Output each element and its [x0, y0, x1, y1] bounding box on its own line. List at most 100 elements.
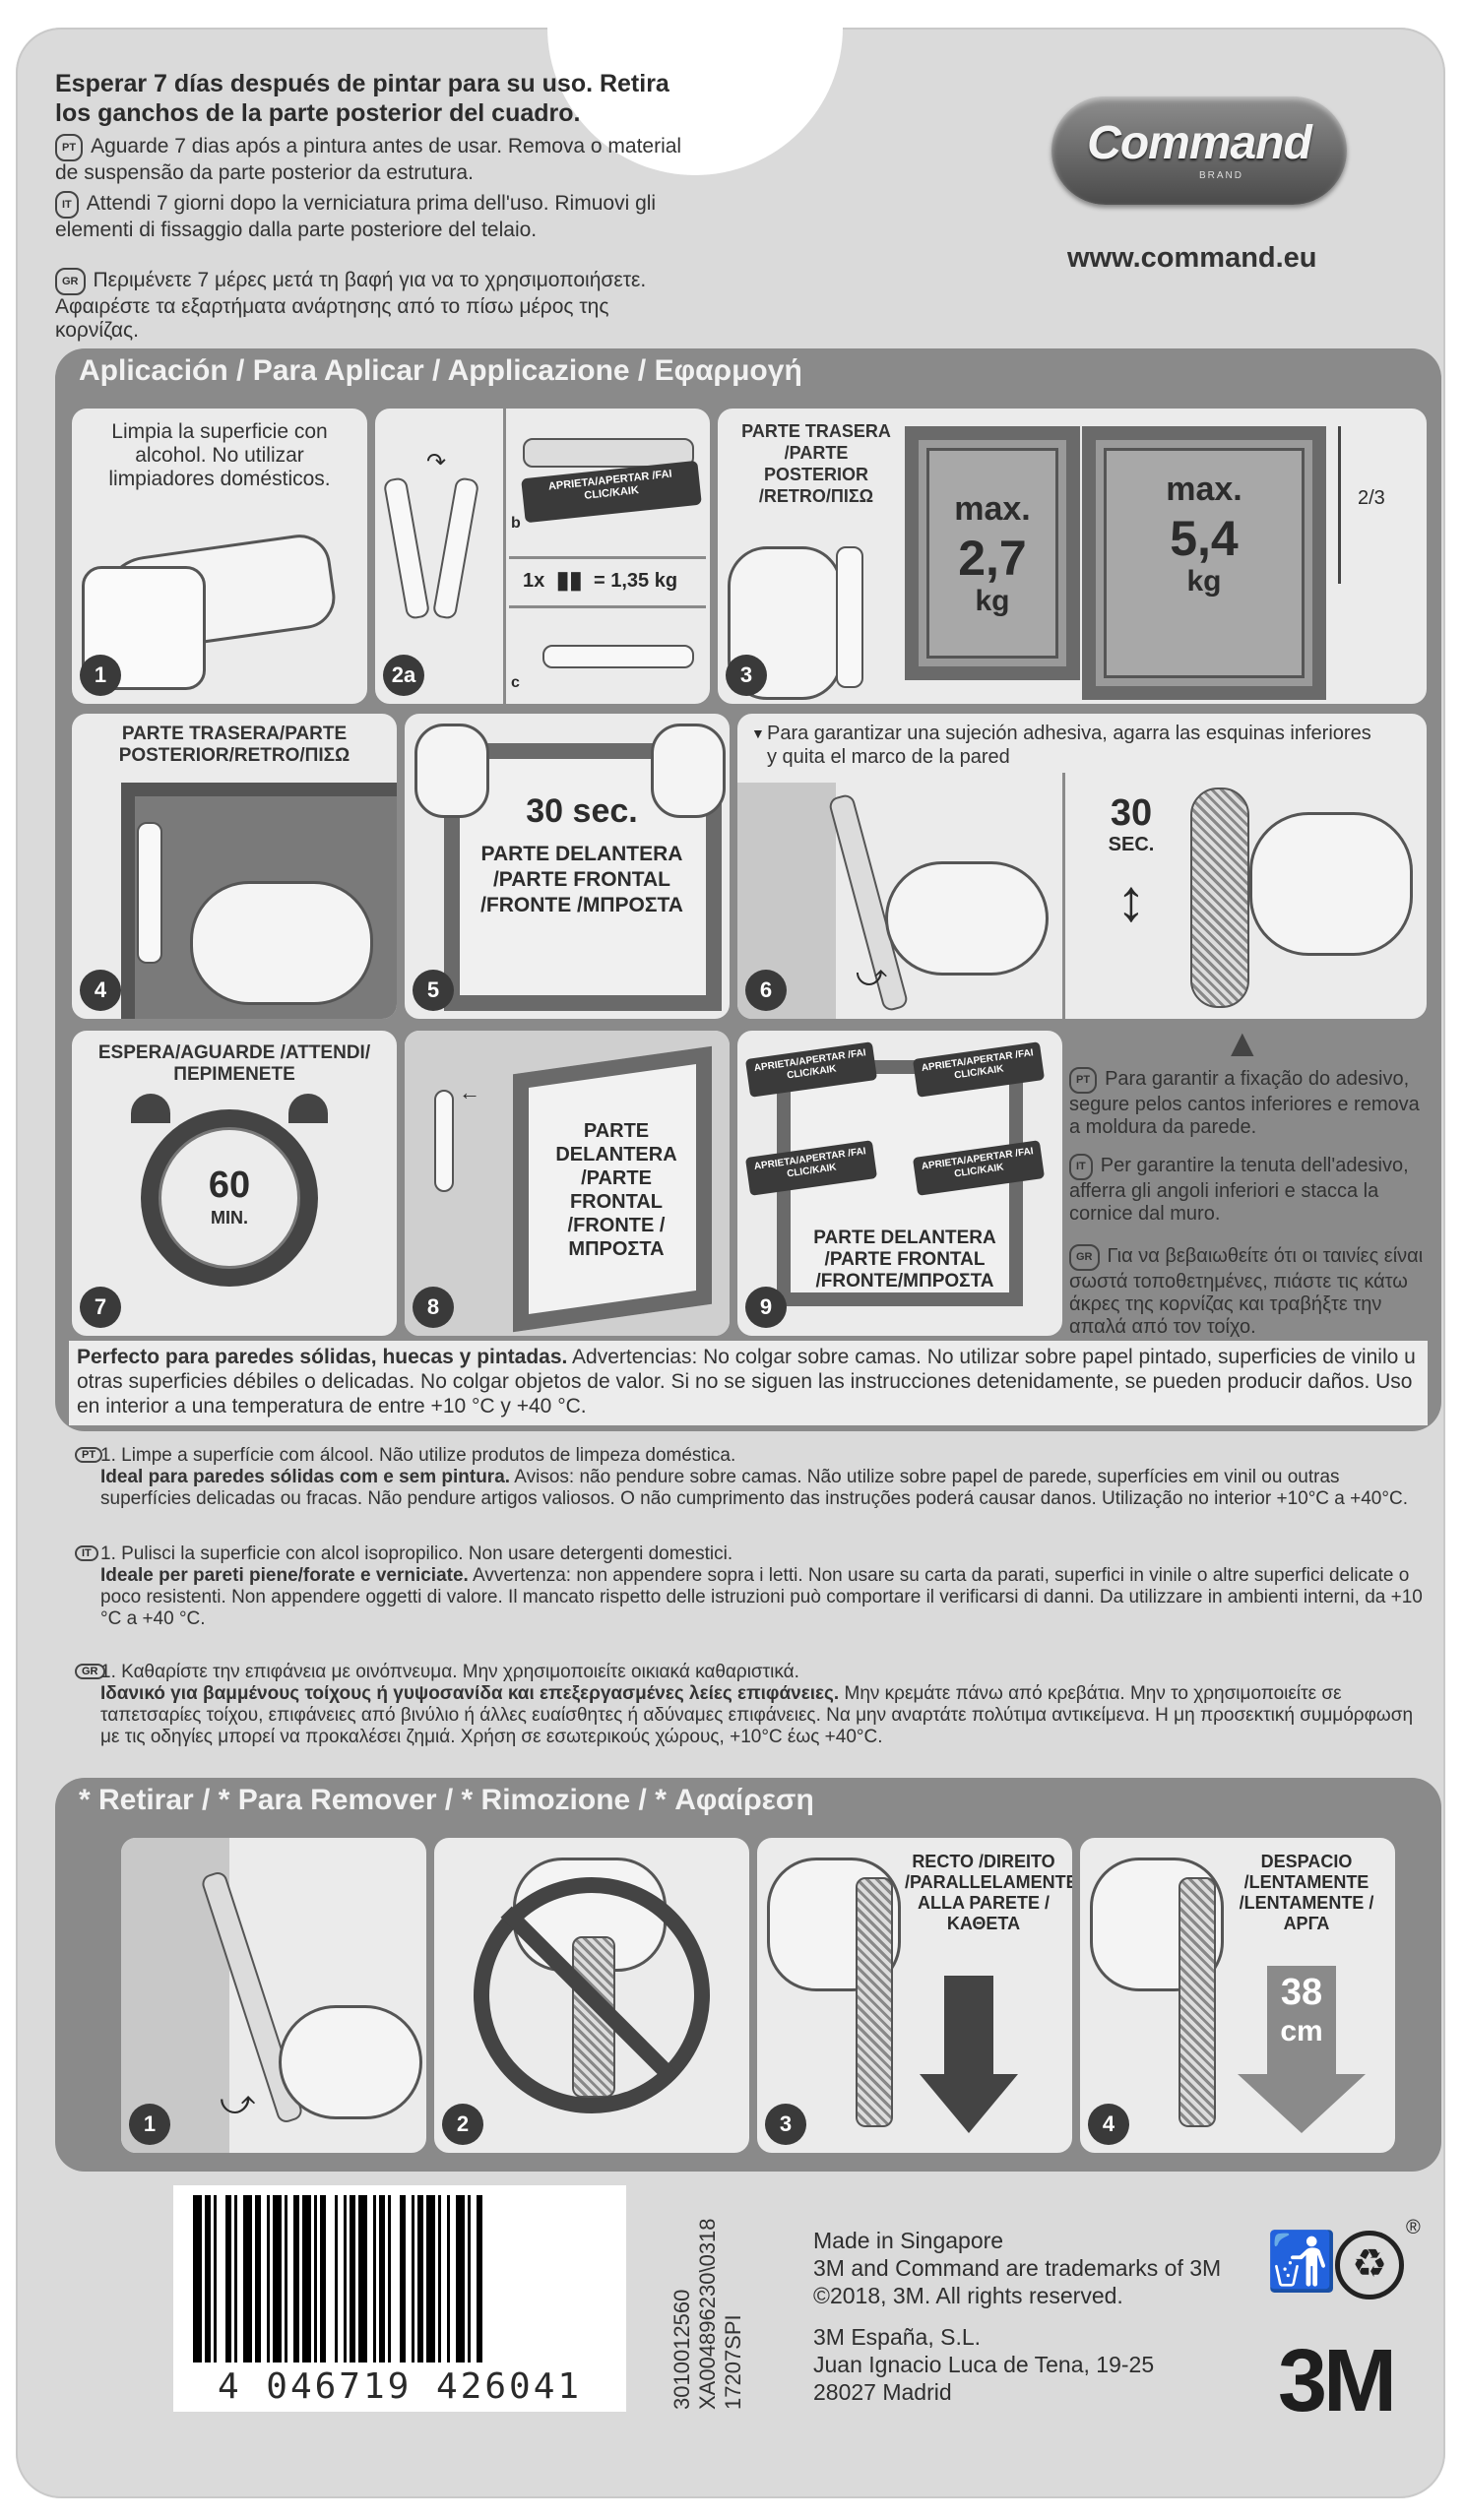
lang-badge-it: IT [55, 191, 79, 219]
step-number-9: 9 [745, 1287, 787, 1328]
step-panel-9: APRIETA/APERTAR /FAI CLIC/KAIK APRIETA/A… [734, 1028, 1065, 1339]
side-note-gr-text: Για να βεβαιωθείτε ότι οι ταινίες είναι … [1069, 1245, 1424, 1338]
barcode-bar [412, 2195, 414, 2362]
step-panel-6: Para garantizar una sujeción adhesiva, a… [734, 711, 1430, 1022]
barcode-bar [373, 2195, 376, 2362]
vertical-codes: 3010012560 XA004896230\0318 17207SPI [669, 2218, 746, 2410]
measure-line [1338, 426, 1341, 584]
translation-it-bold: Ideale per pareti piene/forate e vernici… [100, 1565, 469, 1586]
step-number-2a: 2a [383, 655, 424, 696]
click-badge: APRIETA/APERTAR /FAI CLIC/KAIK [521, 460, 702, 524]
barcode-bar [267, 2195, 270, 2362]
max-large-unit: kg [1186, 565, 1222, 598]
barcode-bar [293, 2195, 299, 2362]
strip-icon [382, 476, 431, 620]
barcode-bar [335, 2195, 338, 2362]
package-card: Esperar 7 días después de pintar para su… [16, 28, 1445, 2498]
triangle-icon: ▼ [751, 725, 765, 741]
legal-info: Made in Singapore 3M and Command are tra… [813, 2227, 1221, 2406]
step-panel-7: ESPERA/AGUARDE /ATTENDI/ΠΕΡΙΜΕΝΕΤΕ 60 MI… [69, 1028, 400, 1339]
curve-arrow-icon: ⤻ [220, 2084, 256, 2121]
p8-label: PARTE DELANTERA /PARTE FRONTAL /FRONTE /… [555, 1120, 677, 1260]
remove-section: * Retirar / * Para Remover / * Rimozione… [55, 1778, 1441, 2172]
remove-step-3: 3 [765, 2104, 806, 2145]
max-small-value: 2,7 [958, 531, 1027, 586]
r3-label: RECTO /DIREITO /PARALLELAMENTE ALLA PARE… [905, 1852, 1075, 1933]
down-arrow-shaft [1267, 1966, 1336, 2084]
p6-seconds: 30 [1110, 792, 1153, 834]
side-note-it-text: Per garantire la tenuta dell'adesivo, af… [1069, 1155, 1409, 1225]
arrow-icon: ↷ [426, 449, 447, 475]
logo-sub: BRAND [1199, 170, 1244, 181]
side-note-pt-text: Para garantir a fixação do adesivo, segu… [1069, 1068, 1420, 1138]
barcode-bars [193, 2195, 606, 2362]
strip-icon [856, 1877, 893, 2127]
hand-icon [279, 2005, 422, 2119]
step-number-6: 6 [745, 970, 787, 1011]
step-number-5: 5 [413, 970, 454, 1011]
r4-distance-unit: cm [1280, 2015, 1323, 2048]
strip-icon [542, 645, 694, 668]
down-arrow-shaft [944, 1976, 993, 2084]
barcode-bar [379, 2195, 385, 2362]
legal-line: ©2018, 3M. All rights reserved. [813, 2283, 1123, 2308]
strip-pair-glyph: ▮▮ [556, 567, 583, 594]
remove-step-1: 1 [129, 2104, 170, 2145]
barcode-bar [214, 2195, 217, 2362]
code-line: 17207SPI [721, 2314, 745, 2410]
hand-icon [651, 724, 726, 818]
barcode-bar [320, 2195, 326, 2362]
apply-section: Aplicación / Para Aplicar / Applicazione… [55, 348, 1441, 1431]
barcode-bar [255, 2195, 261, 2362]
step-panel-4: PARTE TRASERA/PARTE POSTERIOR/RETRO/ΠΙΣΩ… [69, 711, 400, 1022]
p1-text: Limpia la superficie con alcohol. No uti… [108, 420, 331, 490]
website-url: www.command.eu [1067, 242, 1317, 274]
translation-it: 1. Pulisci la superficie con alcol isopr… [100, 1544, 1430, 1630]
p7-minutes-unit: MIN. [211, 1208, 248, 1228]
left-arrow-icon: ← [459, 1080, 480, 1104]
max-small-unit: kg [975, 585, 1010, 617]
step-number-7: 7 [80, 1287, 121, 1328]
remove-step-2: 2 [442, 2104, 483, 2145]
strip-icon [836, 546, 863, 688]
code-line: XA004896230\0318 [695, 2218, 720, 2410]
translation-gr-text: Μην κρεμάτε πάνω από κρεβάτια. Μην το χρ… [100, 1683, 1414, 1747]
lang-badge-gr: GR [75, 1664, 113, 1681]
barcode-bar [225, 2195, 231, 2362]
hand-icon [190, 881, 373, 1005]
translation-it-line1: 1. Pulisci la superficie con alcol isopr… [100, 1544, 733, 1564]
usage-warning-text: Advertencias: No colgar sobre camas. No … [77, 1346, 1416, 1418]
p5-label: PARTE DELANTERA /PARTE FRONTAL /FRONTE /… [480, 843, 683, 916]
strip-icon [434, 1090, 454, 1192]
logo-text: Command [1087, 117, 1312, 169]
weight-value: = 1,35 kg [594, 570, 678, 592]
barcode-bar [358, 2195, 367, 2362]
lang-badge-gr: GR [55, 268, 86, 295]
hand-icon [885, 861, 1049, 976]
barcode-bar [193, 2195, 202, 2362]
command-logo: Command BRAND [1051, 96, 1347, 205]
legal-line: 3M and Command are trademarks of 3M [813, 2255, 1222, 2281]
step-number-3: 3 [726, 655, 767, 696]
remove-title: * Retirar / * Para Remover / * Rimozione… [79, 1784, 814, 1816]
step-panel-1: Limpia la superficie con alcohol. No uti… [69, 406, 370, 707]
frame-mat: max. 5,4 kg [1104, 448, 1305, 678]
legal-line: 28027 Madrid [813, 2379, 952, 2405]
down-arrow-icon [1238, 2074, 1366, 2133]
lang-badge-gr: GR [1069, 1244, 1100, 1271]
strip-icon [431, 476, 480, 620]
registered-mark: ® [1406, 2217, 1421, 2238]
updown-arrow-icon: ↕ [1116, 867, 1146, 933]
step-panel-8: ← PARTE DELANTERA /PARTE FRONTAL /FRONTE… [402, 1028, 732, 1339]
legal-line: 3M España, S.L. [813, 2324, 982, 2350]
lang-badge-pt: PT [1069, 1067, 1098, 1094]
p7-label: ESPERA/AGUARDE /ATTENDI/ΠΕΡΙΜΕΝΕΤΕ [97, 1042, 371, 1085]
hand-icon [1249, 812, 1413, 956]
remove-panel-3: RECTO /DIREITO /PARALLELAMENTE ALLA PARE… [754, 1835, 1075, 2156]
translation-pt: 1. Limpe a superfície com álcool. Não ut… [100, 1445, 1430, 1510]
remove-panel-4: DESPACIO /LENTAMENTE /LENTAMENTE /ΑΡΓΑ 3… [1077, 1835, 1398, 2156]
